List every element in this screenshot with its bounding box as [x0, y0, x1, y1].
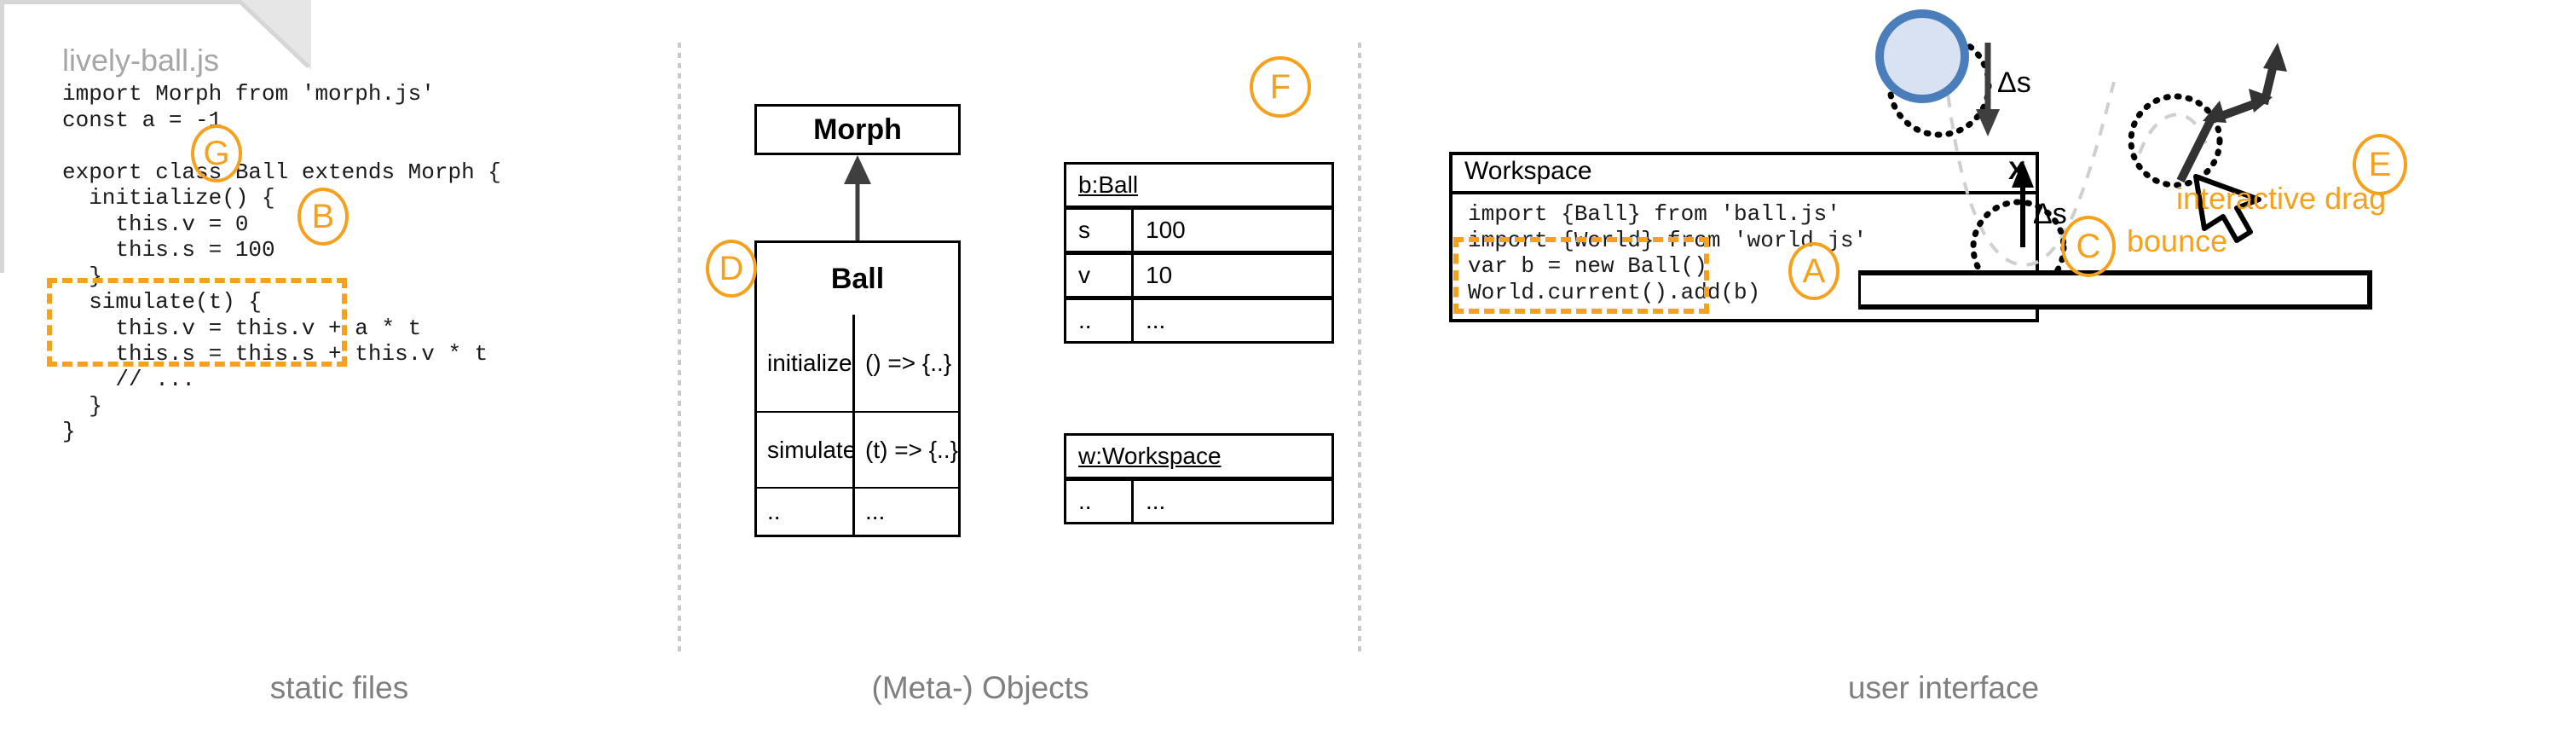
object-box-ball-title: b:Ball: [1066, 165, 1331, 206]
object-row-key: ..: [1066, 300, 1134, 341]
object-row-key: s: [1066, 210, 1134, 251]
highlight-box-simulate: [47, 278, 347, 367]
inheritance-arrow-icon: [844, 155, 871, 243]
label-interactive-drag: interactive drag: [2176, 181, 2387, 216]
badge-e: E: [2353, 134, 2407, 195]
ball-physics-illustration: [1858, 9, 2372, 310]
uml-member-value: () => {..}: [865, 349, 952, 376]
file-name-label: lively-ball.js: [62, 43, 220, 78]
object-row-key: ..: [1066, 481, 1134, 522]
column-divider-1: [678, 43, 681, 657]
object-row: .. ...: [1066, 300, 1331, 341]
badge-c: C: [2061, 216, 2116, 277]
object-box-ball-row-3: .. ...: [1064, 298, 1334, 344]
object-row-value: ...: [1146, 488, 1166, 514]
workspace-titlebar[interactable]: Workspace X: [1449, 152, 2039, 194]
file-code-after: // ... } }: [62, 367, 196, 444]
uml-member-value: ...: [865, 498, 886, 524]
workspace-code-highlighted[interactable]: var b = new Ball() World.current().add(b…: [1468, 253, 1761, 305]
file-code-before: import Morph from 'morph.js' const a = -…: [62, 81, 501, 289]
object-box-workspace-title: w:Workspace: [1066, 436, 1331, 477]
uml-class-ball-title: Ball: [830, 262, 885, 295]
uml-class-ball: Ball: [754, 240, 961, 317]
badge-b: B: [297, 188, 349, 246]
badge-a: A: [1788, 242, 1840, 300]
file-card-folded-corner: [238, 0, 313, 72]
uml-member-row: initialize () => {..}: [757, 315, 958, 411]
object-row: .. ...: [1066, 481, 1331, 522]
object-row-key: v: [1066, 255, 1134, 296]
label-bounce: bounce: [2127, 223, 2228, 258]
object-title-text: w:Workspace: [1078, 443, 1222, 469]
object-box-workspace: w:Workspace: [1064, 433, 1334, 479]
uml-member-name: simulate: [757, 413, 856, 487]
uml-class-ball-members-3: .. ...: [754, 489, 961, 537]
delta-s-label-bottom: Δs: [2033, 198, 2067, 230]
uml-member-row: .. ...: [757, 489, 958, 535]
column-divider-2: [1358, 43, 1361, 657]
caption-meta-objects: (Meta-) Objects: [871, 670, 1089, 705]
workspace-title: Workspace: [1464, 157, 1592, 185]
uml-class-morph: Morph: [754, 104, 961, 155]
uml-member-name: initialize: [757, 315, 855, 411]
caption-static-files: static files: [269, 670, 409, 705]
object-row: v 10: [1066, 255, 1331, 296]
object-box-ball-row-1: s 100: [1064, 207, 1334, 253]
delta-s-label-top: Δs: [1997, 67, 2031, 99]
caption-user-interface: user interface: [1847, 670, 2040, 705]
badge-g: G: [191, 124, 242, 182]
object-box-ball: b:Ball: [1064, 162, 1334, 208]
object-row-value: 10: [1146, 262, 1173, 288]
badge-f: F: [1250, 56, 1311, 118]
uml-class-morph-title: Morph: [813, 113, 902, 146]
highlight-box-workspace-snippet: [1453, 237, 1709, 314]
object-row-value: ...: [1146, 307, 1166, 333]
object-box-ball-row-2: v 10: [1064, 252, 1334, 298]
uml-class-ball-members: initialize () => {..}: [754, 315, 961, 414]
file-code-highlighted: simulate(t) { this.v = this.v + a * t th…: [89, 289, 488, 367]
badge-d: D: [706, 240, 757, 298]
object-box-workspace-row-1: .. ...: [1064, 478, 1334, 524]
uml-class-ball-members-2: simulate (t) => {..}: [754, 413, 961, 489]
object-row-value: 100: [1146, 217, 1186, 243]
object-row: s 100: [1066, 210, 1331, 251]
object-title-text: b:Ball: [1078, 171, 1139, 198]
uml-member-name: ..: [757, 489, 855, 535]
uml-member-value: (t) => {..}: [865, 436, 958, 463]
static-file-card: [0, 0, 311, 273]
uml-member-row: simulate (t) => {..}: [757, 413, 958, 487]
